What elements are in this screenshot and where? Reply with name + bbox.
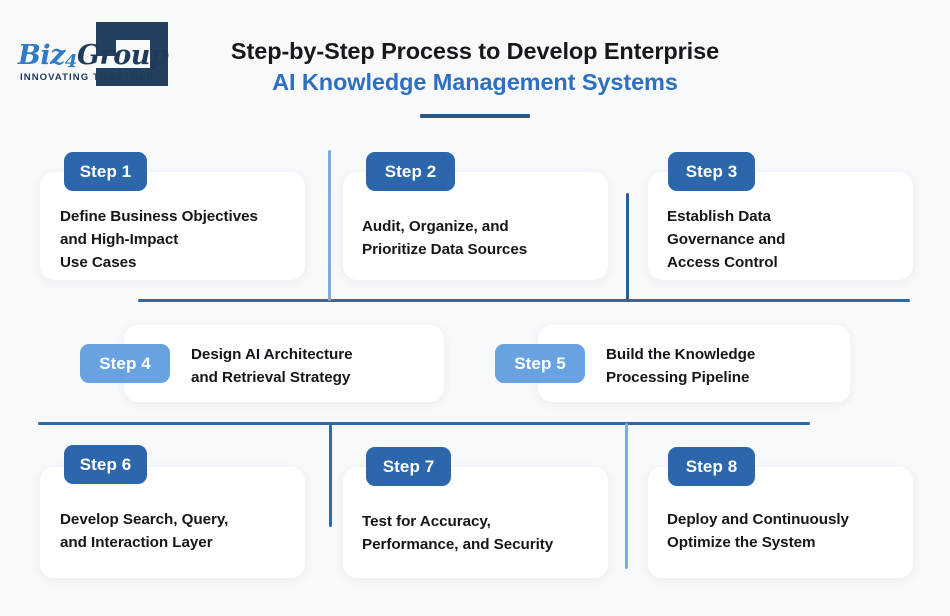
step-description-7: Test for Accuracy, Performance, and Secu…	[362, 513, 554, 554]
page-title: Step-by-Step Process to Develop Enterpri…	[190, 36, 760, 118]
step-description-2: Audit, Organize, and Prioritize Data Sou…	[362, 218, 528, 259]
logo-wordmark: Biz4Group	[18, 40, 169, 72]
connector-vertical-top-left	[328, 150, 331, 301]
step-description-3: Establish Data Governance and Access Con…	[667, 208, 786, 272]
connector-horizontal-bottom	[38, 422, 810, 425]
step-description-1: Define Business Objectives and High-Impa…	[60, 208, 258, 272]
title-line-secondary: AI Knowledge Management Systems	[272, 69, 678, 96]
step-card-4[interactable]	[124, 325, 444, 402]
connector-horizontal-top	[138, 299, 910, 302]
step-badge-7: Step 7	[366, 447, 451, 486]
step-badge-3: Step 3	[668, 152, 755, 191]
connector-vertical-top-right	[626, 193, 629, 301]
logo-name-digit: 4	[64, 51, 78, 72]
step-description-6: Develop Search, Query, and Interaction L…	[60, 511, 229, 552]
connector-vertical-bottom-left	[329, 423, 332, 527]
title-underline-accent	[420, 114, 530, 118]
step-description-8: Deploy and Continuously Optimize the Sys…	[667, 511, 849, 552]
step-badge-1: Step 1	[64, 152, 147, 191]
step-description-5: Build the Knowledge Processing Pipeline	[606, 346, 756, 387]
step-badge-4: Step 4	[80, 344, 170, 383]
step-badge-5: Step 5	[495, 344, 585, 383]
step-badge-8: Step 8	[668, 447, 755, 486]
step-card-5[interactable]	[538, 325, 850, 402]
logo-name-part2: Group	[76, 40, 169, 71]
logo-mark-icon	[96, 22, 168, 86]
brand-logo: Biz4Group INNOVATING TOGETHER	[18, 22, 173, 88]
step-card-6[interactable]	[40, 467, 305, 578]
step-badge-6: Step 6	[64, 445, 147, 484]
connector-vertical-bottom-right	[625, 423, 628, 569]
title-line-primary: Step-by-Step Process to Develop Enterpri…	[230, 38, 720, 64]
logo-name-part1: Biz	[18, 40, 65, 71]
logo-tagline: INNOVATING TOGETHER	[20, 72, 155, 83]
step-badge-2: Step 2	[366, 152, 455, 191]
step-description-4: Design AI Architecture and Retrieval Str…	[191, 346, 353, 387]
